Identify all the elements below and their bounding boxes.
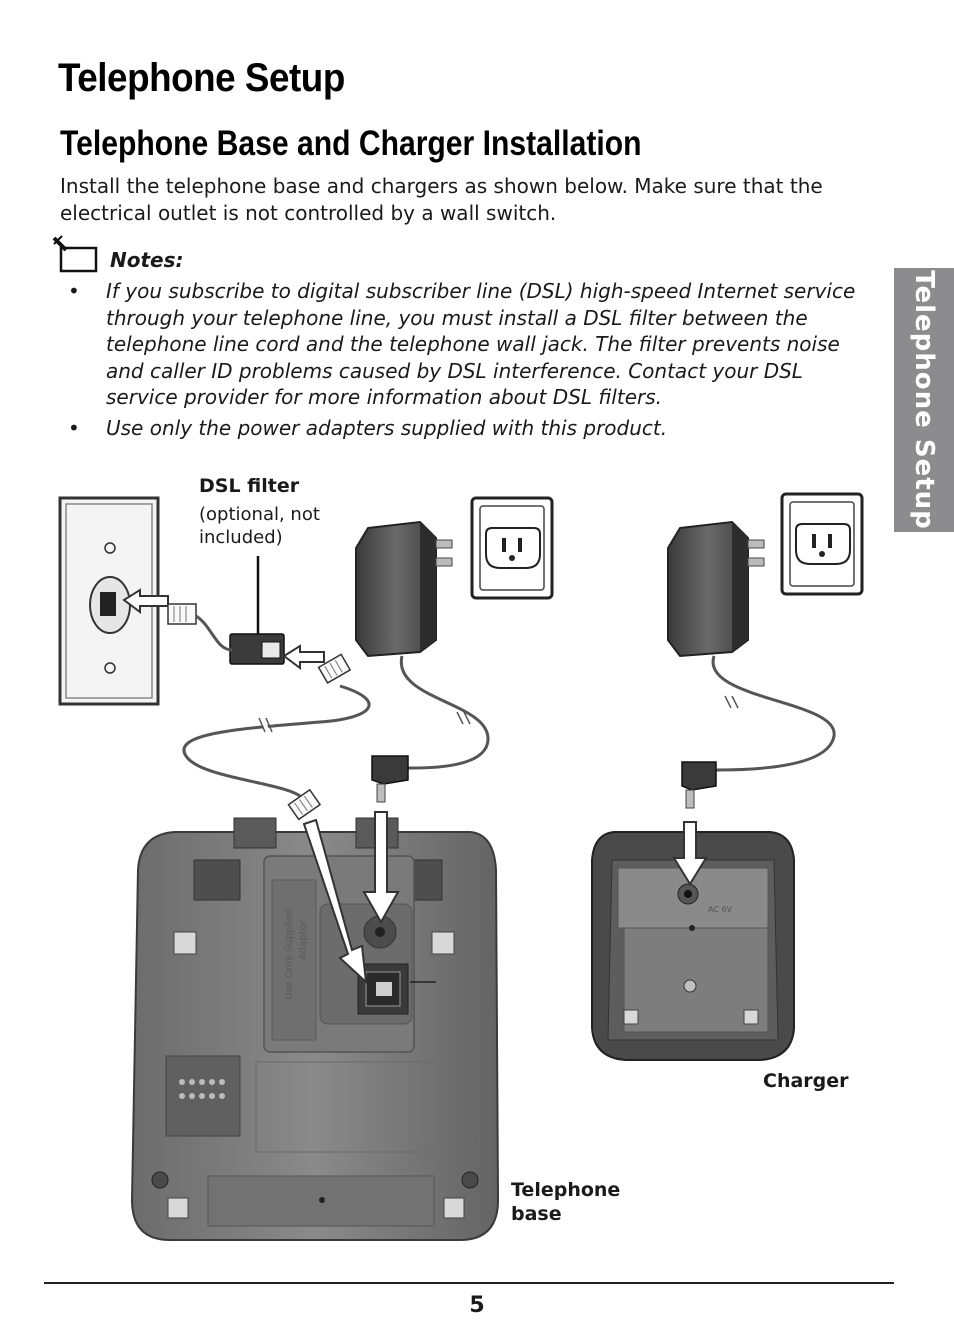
phone-plug [287,788,322,821]
note-text: Use only the power adapters supplied wit… [106,415,668,440]
dsl-filter-note: (optional, not [199,504,320,525]
arrow-into-base-power-jack [362,811,400,925]
power-cord [711,655,836,772]
arrow-into-wall-jack [122,588,169,614]
arrow-into-dsl-filter [282,644,325,670]
charger-label: Charger [763,1070,849,1092]
note-item: • Use only the power adapters supplied w… [68,415,868,442]
notes-list: • If you subscribe to digital subscriber… [68,278,868,445]
power-cord [399,655,490,770]
arrow-into-base-line-jack [302,818,368,985]
wall-to-filter-cord [195,614,233,652]
dsl-filter [229,633,285,665]
note-item: • If you subscribe to digital subscriber… [68,278,868,411]
dc-plug [371,755,409,803]
dc-plug [681,761,717,809]
charger: AC 6V [591,831,795,1061]
electrical-outlet [780,492,864,596]
arrow-into-charger-jack [672,821,708,886]
telephone-line-cord [182,684,371,798]
section-title: Telephone Base and Charger Installation [60,124,642,163]
base-embossed-text: Adaptor [298,919,309,960]
charger-embossed-text: AC 6V [708,905,733,914]
note-text: If you subscribe to digital subscriber l… [106,279,856,409]
note-bullet: • [68,415,80,440]
footer-rule [44,1282,894,1284]
installation-diagram: Use Only Supplied Adaptor AC 6V [58,492,864,1241]
phone-plug [317,653,352,684]
base-embossed-text: Use Only Supplied [284,909,295,1000]
dsl-filter-label: DSL filter [199,475,300,497]
telephone-base-label: base [511,1203,562,1225]
electrical-outlet [470,496,554,600]
page-number: 5 [469,1293,485,1318]
section-side-tab: Telephone Setup [894,268,954,532]
page-title: Telephone Setup [58,56,345,100]
phone-plug [167,603,197,625]
note-bullet: • [68,279,80,303]
power-adapter [667,520,765,658]
note-pencil-icon [52,235,98,273]
notes-label: Notes: [110,248,184,272]
telephone-base: Use Only Supplied Adaptor [130,817,500,1241]
intro-paragraph: Install the telephone base and chargers … [60,174,823,225]
dsl-filter-note: included) [199,527,283,548]
power-adapter [355,520,453,658]
telephone-base-label: Telephone [511,1179,621,1201]
